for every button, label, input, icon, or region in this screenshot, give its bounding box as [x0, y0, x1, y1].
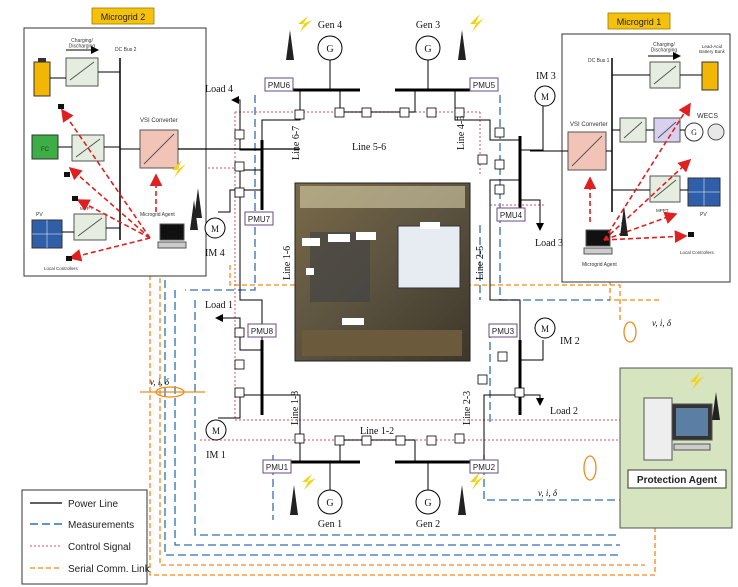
- pmu2-label: PMU2: [473, 463, 496, 472]
- line25-label: Line 2-5: [475, 246, 486, 280]
- line45-label: Line 4-5: [456, 116, 467, 150]
- legend: Power Line Measurements Control Signal S…: [22, 490, 151, 584]
- im3-label: IM 3: [536, 71, 556, 82]
- load3-label: Load 3: [535, 238, 563, 249]
- legend-control-signal: Control Signal: [68, 542, 131, 553]
- svg-text:G: G: [424, 498, 431, 509]
- pmu1-label: PMU1: [266, 463, 289, 472]
- svg-text:G: G: [326, 498, 333, 509]
- im1-label: IM 1: [206, 450, 226, 461]
- fc-label: FC: [41, 147, 50, 153]
- pmu8-label: PMU8: [251, 327, 274, 336]
- left-local-controllers-label: Local Controllers: [44, 266, 79, 271]
- line56-label: Line 5-6: [352, 142, 386, 153]
- line16-label: Line 1-6: [282, 246, 293, 280]
- lab-photo: [295, 183, 470, 361]
- pmu7-label: PMU7: [248, 215, 271, 224]
- svg-text:M: M: [212, 426, 220, 436]
- left-pv-label: PV: [36, 212, 43, 218]
- line12-label: Line 1-2: [360, 426, 394, 437]
- mtag-right: v, i, δ: [652, 318, 672, 328]
- gen2-label: Gen 2: [416, 519, 440, 530]
- legend-measurements: Measurements: [68, 520, 134, 531]
- motor-im2: M IM 2: [535, 318, 580, 347]
- left-charging-label: Charging/Discharging: [69, 38, 96, 50]
- load2-label: Load 2: [550, 406, 578, 417]
- legend-power-line: Power Line: [68, 499, 118, 510]
- im4-label: IM 4: [205, 248, 225, 259]
- left-vsi-label: VSI Converter: [140, 118, 178, 124]
- generator-gen1: G Gen 1: [290, 474, 342, 530]
- microgrid-2-title: Microgrid 2: [101, 12, 146, 22]
- generator-gen4: G Gen 4: [286, 16, 342, 60]
- right-pv-label: PV: [700, 212, 707, 218]
- left-agent-label: Microgrid Agent: [140, 212, 175, 218]
- mtag-bottom: v, i, δ: [538, 488, 558, 498]
- right-local-controllers-label: Local Controllers: [680, 250, 715, 255]
- gen1-label: Gen 1: [318, 519, 342, 530]
- svg-text:G: G: [424, 44, 431, 55]
- protection-agent-panel: Protection Agent: [620, 368, 732, 528]
- im2-label: IM 2: [560, 336, 580, 347]
- generator-gen3: G Gen 3: [416, 14, 484, 60]
- legend-serial-comm: Serial Comm. Link: [68, 564, 151, 575]
- motor-im3: M IM 3: [535, 71, 556, 106]
- right-agent-label: Microgrid Agent: [582, 262, 617, 268]
- line23-label: Line 2-3: [462, 391, 473, 425]
- gen3-label: Gen 3: [416, 20, 440, 31]
- pmu4-label: PMU4: [500, 211, 523, 220]
- protection-agent-label: Protection Agent: [637, 475, 718, 486]
- wecs-label: WECS: [697, 113, 718, 120]
- microgrid-1-title: Microgrid 1: [617, 17, 662, 27]
- dc-bus-2-label: DC Bus 2: [115, 47, 137, 53]
- svg-text:G: G: [326, 44, 333, 55]
- pmu3-label: PMU3: [492, 327, 515, 336]
- right-mppt-label: MPPT: [656, 208, 669, 213]
- line18-label: Line 1-8: [290, 391, 301, 425]
- svg-text:G: G: [691, 128, 697, 137]
- right-charging-label: Charging/Discharging: [651, 42, 678, 54]
- gen4-label: Gen 4: [318, 20, 342, 31]
- load4-label: Load 4: [205, 84, 233, 95]
- microgrid-2-panel: Microgrid 2 Charging/Discharging DC Bus …: [24, 8, 300, 276]
- load1-label: Load 1: [205, 300, 233, 311]
- pmu5-label: PMU5: [473, 81, 496, 90]
- right-vsi-label: VSI Converter: [570, 122, 608, 128]
- svg-text:M: M: [211, 224, 219, 234]
- svg-text:M: M: [541, 92, 549, 102]
- dc-bus-1-label: DC Bus 1: [588, 58, 610, 64]
- line67-label: Line 6-7: [291, 126, 302, 160]
- svg-text:M: M: [541, 324, 549, 334]
- mtag-left: v, i, δ: [150, 377, 170, 387]
- pmu6-label: PMU6: [268, 81, 291, 90]
- generator-gen2: G Gen 2: [416, 472, 484, 530]
